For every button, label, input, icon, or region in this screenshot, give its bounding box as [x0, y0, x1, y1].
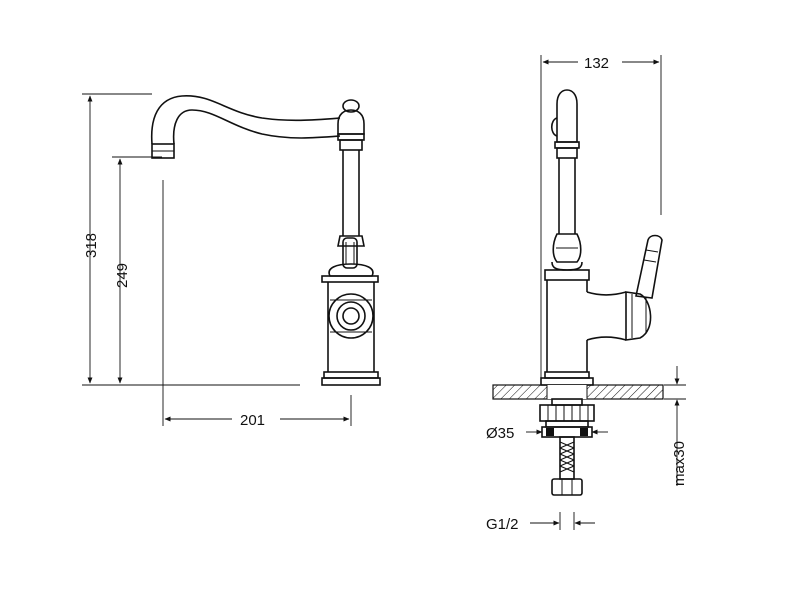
dimension-body-width: 132: [540, 52, 662, 378]
faucet-body: [321, 263, 381, 386]
label-g12: G1/2: [486, 516, 519, 533]
dimension-max-thickness: max30: [664, 366, 688, 486]
dimension-thread: G1/2: [486, 512, 595, 533]
dimension-overall-height: 318: [82, 93, 300, 386]
label-318: 318: [83, 233, 100, 258]
flex-hose: [551, 436, 583, 496]
countertop: [492, 384, 664, 400]
front-view: 318 249 201: [82, 93, 381, 429]
dimension-spout-reach: 201: [162, 180, 352, 429]
column: [337, 99, 365, 247]
label-201: 201: [240, 412, 265, 429]
label-diameter-35: Ø35: [486, 425, 514, 442]
side-body: [540, 234, 663, 386]
mounting-nut: [539, 398, 595, 438]
label-249: 249: [114, 263, 131, 288]
lever-handle: [342, 237, 358, 269]
side-column: [544, 89, 590, 281]
label-max30: max30: [671, 441, 688, 486]
spout: [150, 95, 341, 159]
label-132: 132: [584, 55, 609, 72]
dimension-spout-height: 249: [112, 156, 162, 384]
side-view: 132: [486, 52, 688, 533]
dimension-base-diameter: Ø35: [486, 425, 608, 442]
